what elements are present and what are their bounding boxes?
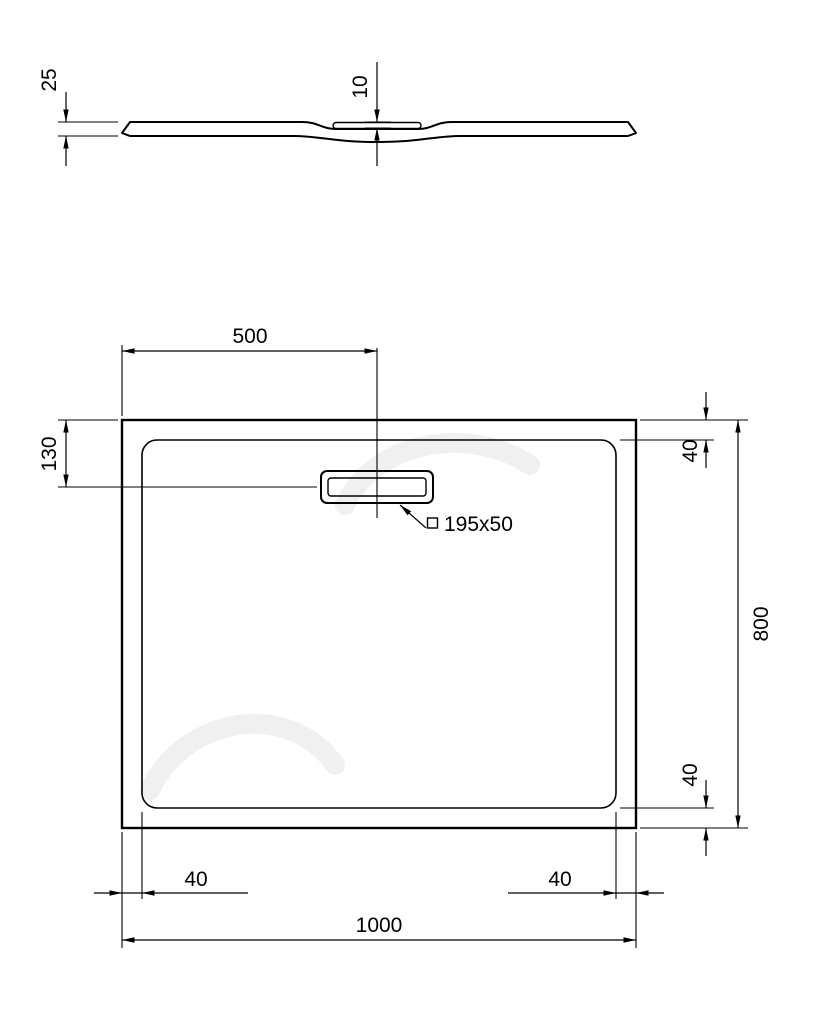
dim-drain-offset-left-label: 500 (232, 325, 267, 348)
drain-size-callout: 195x50 (399, 504, 513, 536)
dim-overall-width-label: 1000 (356, 914, 403, 937)
dim-border-left: 40 (94, 812, 248, 899)
plan-view: 500 130 40 800 40 (38, 325, 773, 948)
dim-border-left-label: 40 (184, 868, 207, 891)
dim-overall-depth: 800 (640, 419, 773, 829)
dim-drain-offset-top: 130 (38, 419, 317, 488)
dim-border-right-label: 40 (548, 868, 571, 891)
drain-size-label: 195x50 (444, 513, 513, 536)
dim-overall-depth-label: 800 (750, 606, 773, 641)
square-symbol-icon (426, 517, 439, 529)
leader-line (399, 504, 427, 529)
tray-outline (120, 418, 638, 830)
tray-profile (121, 121, 637, 143)
watermark (140, 432, 540, 800)
dim-border-top: 40 (620, 392, 714, 468)
watermark-swoosh (140, 714, 345, 800)
side-view: 25 10 (38, 62, 637, 166)
dim-thickness: 25 (38, 68, 118, 166)
dim-border-right: 40 (508, 812, 664, 899)
dim-drain-offset-top-label: 130 (38, 436, 61, 471)
watermark-swoosh (335, 432, 540, 515)
tray-inner-edge (141, 439, 617, 809)
dim-border-top-label: 40 (679, 439, 702, 462)
dim-border-bottom: 40 (620, 763, 714, 856)
dim-border-bottom-label: 40 (679, 763, 702, 786)
dim-thickness-label: 25 (38, 68, 61, 91)
dim-drain-offset-left: 500 (121, 325, 377, 416)
dim-recess-depth: 10 (349, 62, 391, 166)
dim-overall-width: 1000 (121, 832, 637, 948)
dim-recess-depth-label: 10 (349, 75, 372, 98)
